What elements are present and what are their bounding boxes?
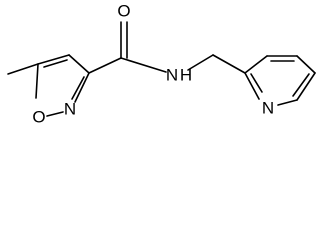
isoxazole-nitrogen-label: N bbox=[64, 99, 76, 118]
bond-carbonyl-n bbox=[120, 57, 167, 73]
bond-n-ch2 bbox=[187, 54, 214, 71]
bond-c3-n2 bbox=[74, 72, 90, 103]
bond-c3-n2-inner bbox=[71, 76, 85, 100]
bond-py-n-c2 bbox=[244, 72, 260, 100]
bond-c3-carbonyl bbox=[88, 57, 122, 74]
bond-ch2-pyridine bbox=[212, 54, 246, 74]
amide-hydrogen-label: H bbox=[180, 65, 192, 84]
bond-n2-o1 bbox=[46, 111, 64, 117]
bond-py-c5-c6 bbox=[296, 72, 316, 101]
bond-c4-c3 bbox=[68, 54, 90, 74]
isoxazole-oxygen-label: O bbox=[32, 107, 45, 126]
bond-py-n-c2-inner bbox=[250, 73, 263, 93]
amide-nitrogen-label: N bbox=[166, 65, 178, 84]
carbonyl-oxygen-label: O bbox=[117, 1, 130, 20]
bond-py-c4-c5 bbox=[296, 55, 316, 74]
bond-methyl-c5 bbox=[7, 63, 39, 75]
bond-py-c2-c3 bbox=[244, 55, 268, 74]
bond-py-c6-n bbox=[277, 99, 298, 106]
bond-py-c5-c6-inner bbox=[292, 73, 310, 97]
bond-c5-o1 bbox=[35, 63, 39, 99]
chemical-structure-diagram: O N H N O N bbox=[7, 1, 316, 126]
atom-labels: O N H N O N bbox=[32, 1, 274, 126]
bond-c5-c4-inner bbox=[43, 59, 68, 68]
bond-network bbox=[7, 21, 316, 117]
pyridine-nitrogen-label: N bbox=[262, 98, 274, 117]
bond-c5-c4 bbox=[37, 54, 70, 65]
